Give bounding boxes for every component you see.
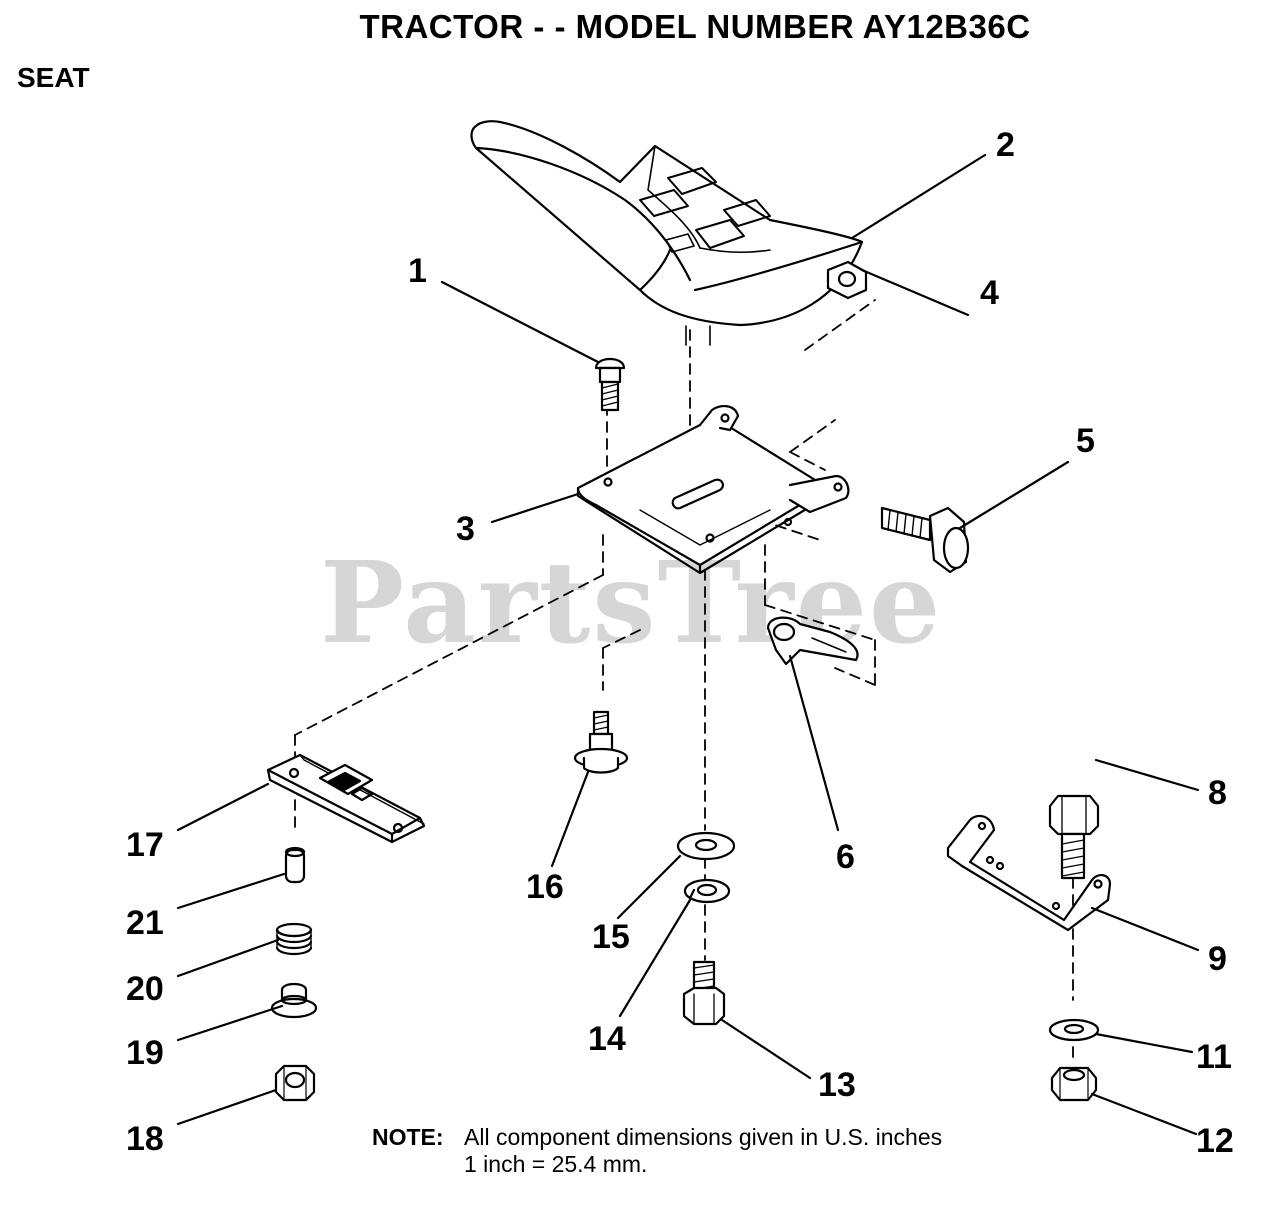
spring-part: [275, 922, 313, 956]
washer-part-11: [1048, 1018, 1100, 1042]
bracket-part: [946, 814, 1112, 932]
washer-part-15: [676, 831, 736, 861]
seat-pan-part: [576, 404, 850, 575]
callout-15: 15: [592, 918, 630, 956]
dimension-note: NOTE: All component dimensions given in U…: [372, 1124, 942, 1178]
callout-16: 16: [526, 868, 564, 906]
leader-lines: [176, 153, 1200, 1136]
callout-9: 9: [1208, 940, 1227, 978]
lock-washer-part-14: [683, 878, 731, 904]
hex-bolt-part-8: [1048, 794, 1100, 880]
callout-5: 5: [1076, 422, 1095, 460]
callout-14: 14: [588, 1020, 626, 1058]
callout-13: 13: [818, 1066, 856, 1104]
callout-17: 17: [126, 826, 164, 864]
bolt-part-5: [880, 506, 970, 574]
hex-bolt-part-13: [682, 960, 726, 1026]
assembly-dashed-lines: [294, 299, 1074, 1061]
callout-numbers: 1 2 3 4 5 6 8 9 11 12 13 14 15 16 17 18 …: [126, 126, 1234, 1160]
lock-nut-part-12: [1050, 1066, 1098, 1102]
callout-3: 3: [456, 510, 475, 548]
callout-6: 6: [836, 838, 855, 876]
flange-nut-part-18: [274, 1064, 316, 1102]
callout-2: 2: [996, 126, 1015, 164]
callout-12: 12: [1196, 1122, 1234, 1160]
callout-18: 18: [126, 1120, 164, 1158]
nut-part-4: [826, 260, 868, 300]
callout-8: 8: [1208, 774, 1227, 812]
carriage-bolt-part: [594, 357, 626, 412]
callout-20: 20: [126, 970, 164, 1008]
slide-bracket-part: [266, 753, 426, 844]
clip-part: [766, 616, 859, 666]
seat-part: [470, 120, 864, 346]
page-title: TRACTOR - - MODEL NUMBER AY12B36C: [359, 8, 1031, 45]
section-label: SEAT: [17, 62, 90, 93]
shoulder-bolt-part: [573, 710, 629, 774]
callout-1: 1: [408, 252, 427, 290]
note-label: NOTE:: [372, 1124, 444, 1150]
bushing-part: [270, 982, 318, 1019]
callout-4: 4: [980, 274, 999, 312]
note-line-1: All component dimensions given in U.S. i…: [464, 1124, 943, 1150]
callout-21: 21: [126, 904, 164, 942]
callout-11: 11: [1196, 1038, 1232, 1076]
note-line-2: 1 inch = 25.4 mm.: [464, 1151, 648, 1177]
pin-part: [284, 846, 306, 884]
callout-19: 19: [126, 1034, 164, 1072]
